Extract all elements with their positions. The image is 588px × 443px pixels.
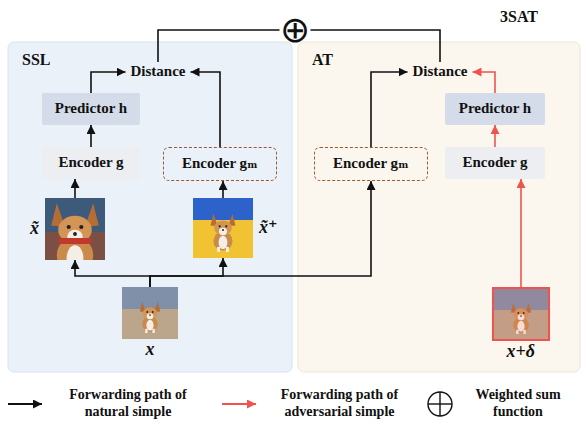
sum-symbol: ⊕ <box>280 12 310 48</box>
arrow-connector <box>371 72 408 147</box>
arrow-connector <box>222 181 224 198</box>
arrow-connector <box>150 181 371 287</box>
box-label: Encoder gₘ <box>333 155 409 172</box>
box-label: Predictor h <box>459 100 531 117</box>
module-panel: SSL DistancePredictor h Encoder g Encoder g… <box>8 42 292 372</box>
box-label: Encoder g <box>58 154 123 171</box>
encoder-box: Encoder g <box>445 147 545 179</box>
encoder-box: Encoder g <box>42 147 140 179</box>
box-label: Encoder g <box>462 154 527 171</box>
adversarial-image <box>492 287 550 341</box>
natural-image <box>122 287 178 339</box>
arrow-connector <box>150 258 223 287</box>
image-node: x <box>122 287 178 339</box>
diagram-title: 3SAT <box>500 8 538 26</box>
legend-item: Weighted sum function <box>458 387 578 421</box>
legend-item: Forwarding path of natural simple <box>48 387 208 421</box>
image-node: x+δ <box>492 287 550 341</box>
box-label: Predictor h <box>55 100 127 117</box>
arrow-connector <box>74 179 76 198</box>
momentum-encoder-box: Encoder gₘ <box>314 147 428 181</box>
image-node: x̃⁺ <box>193 198 253 258</box>
arrow-connector <box>75 260 150 287</box>
arrow-connector <box>520 179 522 287</box>
panel-label: AT <box>312 51 333 69</box>
augmented-image <box>193 198 253 258</box>
arrow-connector <box>494 125 496 147</box>
distance-node: Distance <box>408 62 473 82</box>
legend-text: Forwarding path of adversarial simple <box>262 387 417 421</box>
momentum-encoder-box: Encoder gₘ <box>163 147 277 181</box>
legend-item: Forwarding path of adversarial simple <box>262 387 417 421</box>
arrow-connector <box>473 72 496 93</box>
distance-node: Distance <box>126 62 191 82</box>
image-node: x̃ <box>45 198 105 260</box>
image-label: x+δ <box>507 342 535 362</box>
image-label: x̃⁺ <box>259 218 278 238</box>
arrow-connector <box>191 72 221 147</box>
at-panel-ground <box>298 42 580 372</box>
distance-label: Distance <box>131 63 186 80</box>
predictor-box: Predictor h <box>42 93 140 125</box>
panel-label: SSL <box>22 51 50 69</box>
module-panel: AT DistanceEncoder gₘ Predictor h Encoder g… <box>298 42 580 372</box>
arrow-connector <box>158 30 280 62</box>
sum-symbol-sample <box>428 392 452 416</box>
natural-path-sample <box>8 403 42 405</box>
ssl-panel-ground <box>8 42 292 372</box>
predictor-box: Predictor h <box>445 93 545 125</box>
title-holder: 3SAT <box>500 8 538 26</box>
image-label: x̃ <box>30 219 39 239</box>
legend-text: Forwarding path of natural simple <box>48 387 208 421</box>
arrow-connector <box>90 125 92 147</box>
image-label: x <box>146 340 155 360</box>
sum-node: ⊕ <box>280 12 311 48</box>
legend-text: Weighted sum function <box>458 387 578 421</box>
distance-label: Distance <box>413 63 468 80</box>
box-label: Encoder gₘ <box>182 155 258 172</box>
arrow-connector <box>91 72 126 93</box>
adversarial-path-sample <box>222 403 256 405</box>
